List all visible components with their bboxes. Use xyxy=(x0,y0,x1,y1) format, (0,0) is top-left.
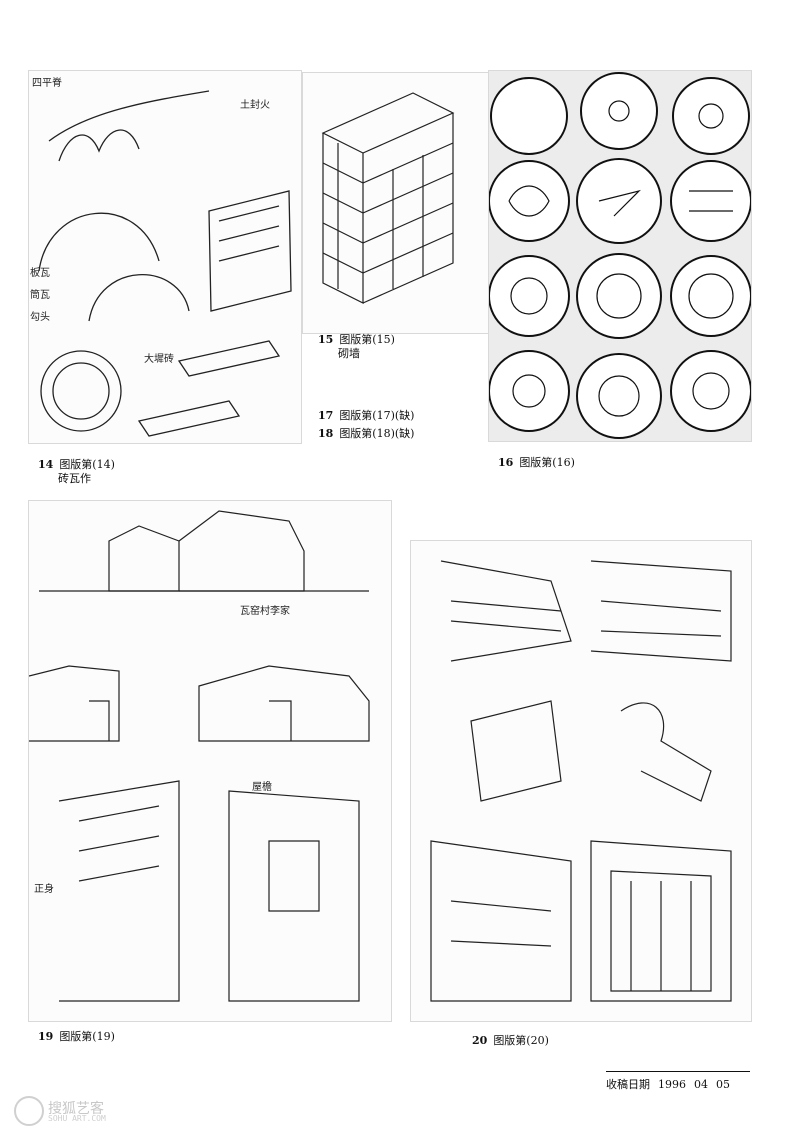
plate-16-caption: 16 图版第(16) xyxy=(498,456,575,470)
plate-17-number: 17 xyxy=(318,409,334,422)
note-flat-tile: 板瓦 xyxy=(30,268,50,279)
watermark-logo-icon xyxy=(14,1096,44,1126)
note-main-body: 正身 xyxy=(34,884,54,895)
plate-14-caption: 14 图版第(14) xyxy=(38,458,115,472)
watermark-url: SOHU ART.COM xyxy=(48,1114,106,1123)
brick-wall-sketch xyxy=(321,92,455,304)
plate-15-title: 图版第(15) xyxy=(339,333,395,346)
plate-14-subtitle: 砖瓦作 xyxy=(58,472,91,485)
brick-tile-sketch xyxy=(38,90,292,437)
plate-14-title: 图版第(14) xyxy=(59,458,115,471)
tile-roundels-grid xyxy=(489,71,751,441)
plate-15-caption: 15 图版第(15) xyxy=(318,333,395,347)
village-house-sketch xyxy=(29,510,370,1002)
plate-20-number: 20 xyxy=(472,1034,488,1047)
plate-15-subtitle: 砌墙 xyxy=(338,347,360,360)
plate-14-number: 14 xyxy=(38,458,54,471)
watermark-name: 搜狐艺客 xyxy=(48,1101,104,1117)
note-round-tile: 筒瓦 xyxy=(30,290,50,301)
plate-18-caption: 18 图版第(18)(缺) xyxy=(318,427,414,441)
received-date-label: 收稿日期 xyxy=(606,1078,650,1091)
plate-17-caption: 17 图版第(17)(缺) xyxy=(318,409,414,423)
plate-17-title: 图版第(17)(缺) xyxy=(339,409,415,422)
footer-rule xyxy=(606,1071,750,1072)
plate-18-number: 18 xyxy=(318,427,334,440)
received-date: 收稿日期 1996 04 05 xyxy=(606,1076,738,1092)
plate-19-sketch xyxy=(28,500,392,1022)
plate-16-roundels xyxy=(488,70,752,442)
plate-20-title: 图版第(20) xyxy=(493,1034,549,1047)
plate-19-number: 19 xyxy=(38,1030,54,1043)
plate-20-sketch xyxy=(410,540,752,1022)
plate-19-caption: 19 图版第(19) xyxy=(38,1030,115,1044)
plate-20-caption: 20 图版第(20) xyxy=(472,1034,549,1048)
received-date-month: 04 xyxy=(694,1078,708,1091)
plate-14-sketch xyxy=(28,70,302,444)
plate-15-number: 15 xyxy=(318,333,334,346)
note-village-house: 瓦窑村李家 xyxy=(240,606,290,617)
plate-19-title: 图版第(19) xyxy=(59,1030,115,1043)
note-brick: 大墀砖 xyxy=(144,354,174,365)
note-ridge: 四平脊 xyxy=(32,78,62,89)
eave-bracket-sketch xyxy=(430,560,732,1002)
plate-15-sketch xyxy=(302,72,494,334)
note-fire-wall: 土封火 xyxy=(240,100,270,111)
plate-16-number: 16 xyxy=(498,456,514,469)
plate-16-title: 图版第(16) xyxy=(519,456,575,469)
note-eave-left: 屋檐 xyxy=(252,782,272,793)
received-date-year: 1996 xyxy=(658,1078,686,1091)
note-eave-tile: 勾头 xyxy=(30,312,50,323)
plate-18-title: 图版第(18)(缺) xyxy=(339,427,415,440)
received-date-day: 05 xyxy=(716,1078,730,1091)
